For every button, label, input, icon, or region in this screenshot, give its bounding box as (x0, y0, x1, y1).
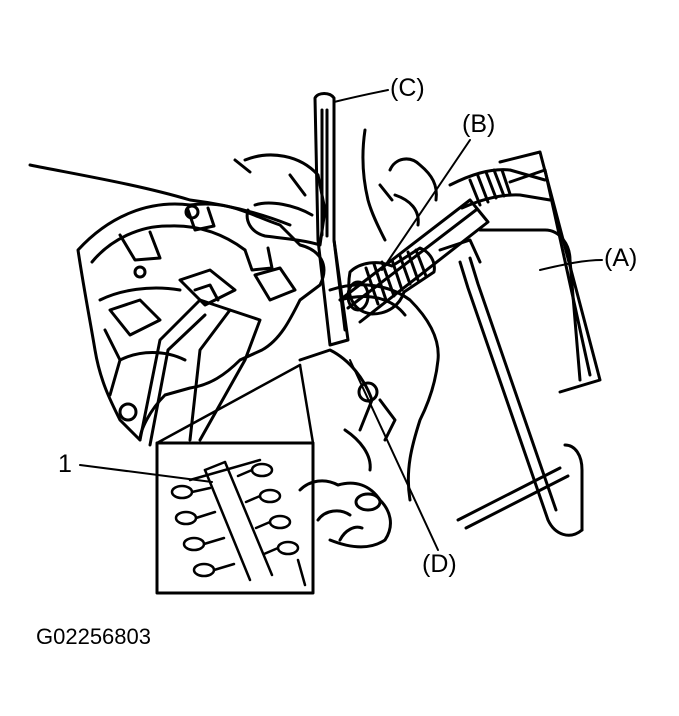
leader-a (539, 259, 603, 271)
callout-a: (A) (604, 244, 638, 272)
lower-hand (298, 479, 392, 549)
right-hand (361, 128, 438, 242)
leader-d (349, 359, 439, 551)
leader-lines (79, 89, 603, 551)
head-rail (138, 283, 262, 447)
housing-outline (298, 283, 440, 502)
figure-code: G02256803 (36, 624, 151, 649)
wrench-b (338, 198, 490, 324)
callout-b: (B) (462, 110, 496, 138)
upper-hand (28, 153, 327, 247)
callout-d: (D) (422, 550, 457, 578)
feeler-gauge (313, 92, 350, 347)
inset-frame (155, 441, 315, 595)
leader-c (333, 89, 389, 103)
leader-b (381, 139, 471, 271)
inset-detail (155, 363, 315, 595)
callout-1: 1 (58, 450, 72, 478)
cylinder-head (76, 202, 326, 442)
leader-1 (79, 464, 213, 483)
wrench-a (438, 150, 602, 537)
callout-c: (C) (390, 74, 425, 102)
